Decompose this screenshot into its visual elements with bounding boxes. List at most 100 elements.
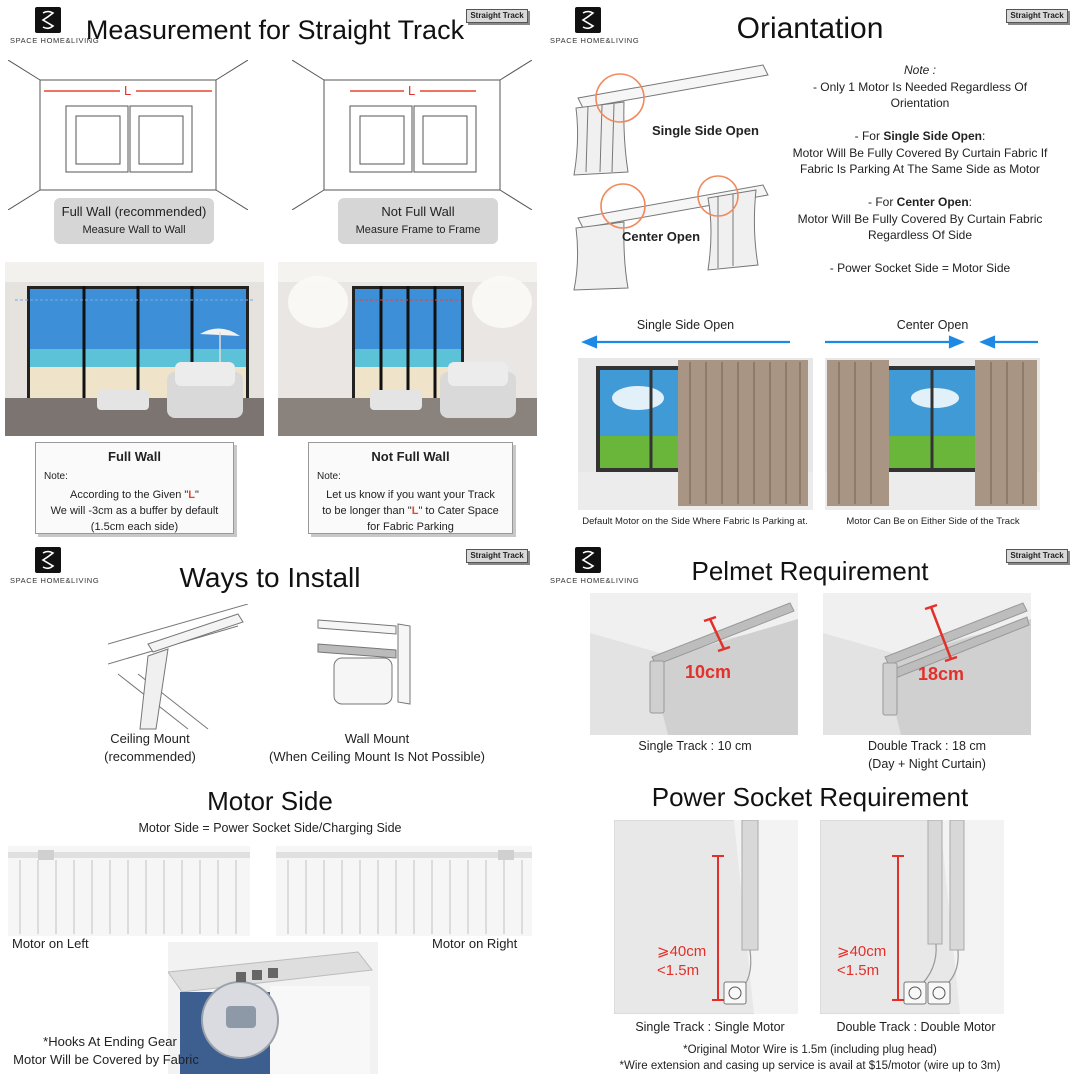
brand-logo-text: SPACE HOME&LIVING: [550, 36, 640, 45]
straight-track-badge: Straight Track: [1006, 9, 1068, 23]
measurement-section: SPACE HOME&LIVING Measurement for Straig…: [0, 0, 540, 540]
full-wall-note-title: Full Wall: [108, 449, 161, 464]
single-side-caption: Default Motor on the Side Where Fabric I…: [582, 516, 808, 527]
center-open-caption: Motor Can Be on Either Side of the Track: [846, 516, 1020, 527]
double-track-pelmet-caption-1: Double Track : 18 cm: [867, 739, 987, 753]
not-full-wall-note-line2b: " to Cater Space: [418, 505, 499, 517]
full-wall-note-box: Full Wall Note: According to the Given "…: [35, 442, 234, 534]
orientation-title: Oriantation: [736, 12, 884, 45]
full-wall-note-body: According to the Given "L" We will -3cm …: [36, 487, 233, 535]
not-full-wall-note-box: Not Full Wall Note: Let us know if you w…: [308, 442, 513, 534]
not-full-wall-room-photo: [278, 262, 537, 436]
brand-logo: [35, 547, 61, 573]
page-title: Measurement for Straight Track: [85, 15, 465, 45]
full-wall-room-photo: [5, 262, 264, 436]
brand-logo: [575, 7, 601, 33]
orientation-note-line2: Orientation: [890, 96, 950, 110]
full-wall-note-line1b: ": [195, 489, 199, 501]
single-socket-height-max: <1.5m: [657, 962, 700, 979]
not-full-wall-note-l: L: [411, 505, 419, 517]
brand-logo-text: SPACE HOME&LIVING: [10, 576, 100, 585]
ceiling-mount-diagram: [108, 604, 248, 730]
single-open-heading: - For Single Side Open:: [854, 129, 986, 143]
full-wall-dim-label: L: [124, 83, 132, 98]
single-open-line1: Motor Will Be Fully Covered By Curtain F…: [792, 146, 1048, 160]
not-full-wall-dim-label: L: [408, 83, 416, 98]
pelmet-power-section: SPACE HOME&LIVING Straight Track Pelmet …: [540, 540, 1080, 1080]
photo-single-side-title: Single Side Open: [636, 318, 735, 332]
not-full-wall-pill-title: Not Full Wall: [381, 204, 455, 219]
full-wall-pill-sub: Measure Wall to Wall: [82, 224, 186, 236]
straight-track-badge: Straight Track: [466, 9, 528, 23]
not-full-wall-note-line1: Let us know if you want your Track: [326, 489, 495, 501]
not-full-wall-note-line2a: to be longer than ": [322, 505, 412, 517]
full-wall-note-label: Note:: [44, 471, 68, 482]
ways-to-install-title: Ways to Install: [179, 562, 361, 593]
double-socket-height-min: ⩾40cm: [837, 943, 887, 960]
center-open-curtain-photo: [825, 358, 1040, 510]
motor-left-curtain: [8, 846, 250, 936]
motor-side-subtitle: Motor Side = Power Socket Side/Charging …: [138, 821, 402, 835]
ending-gear-photo: [168, 942, 378, 1074]
single-motor-caption: Single Track : Single Motor: [635, 1020, 785, 1034]
motor-wire-footnote: *Original Motor Wire is 1.5m (including …: [683, 1044, 937, 1056]
pelmet-title: Pelmet Requirement: [691, 556, 929, 586]
hooks-note-line1: *Hooks At Ending Gear: [43, 1034, 177, 1049]
direction-arrows: [581, 335, 1038, 349]
not-full-wall-note-body: Let us know if you want your Track to be…: [309, 487, 512, 535]
single-side-curtain-photo: [578, 358, 813, 510]
full-wall-room-diagram: [8, 60, 248, 210]
not-full-wall-note-label: Note:: [317, 471, 341, 482]
orientation-section: SPACE HOME&LIVING Oriantation Straight T…: [540, 0, 1080, 540]
single-motor-socket-photo: [614, 820, 798, 1014]
wall-mount-label: Wall Mount: [344, 731, 410, 746]
motor-right-curtain: [276, 846, 532, 936]
full-wall-note-line3: (1.5cm each side): [90, 521, 179, 533]
single-side-open-label: Single Side Open: [652, 123, 759, 138]
full-wall-note-line2: We will -3cm as a buffer by default: [50, 505, 219, 517]
power-socket-side-line: - Power Socket Side = Motor Side: [829, 261, 1011, 275]
orientation-note-line1: - Only 1 Motor Is Needed Regardless Of: [812, 80, 1028, 94]
double-motor-caption: Double Track : Double Motor: [836, 1020, 996, 1034]
single-socket-height-min: ⩾40cm: [657, 943, 707, 960]
double-track-pelmet-value: 18cm: [918, 664, 965, 684]
brand-logo: [575, 547, 601, 573]
straight-track-badge: Straight Track: [466, 549, 528, 563]
orientation-note-head: Note :: [903, 63, 936, 77]
double-socket-height-max: <1.5m: [837, 962, 880, 979]
full-wall-pill-title: Full Wall (recommended): [61, 204, 207, 219]
ceiling-mount-label: Ceiling Mount: [110, 731, 190, 746]
motor-on-left-label: Motor on Left: [12, 936, 89, 951]
wall-mount-diagram: [317, 619, 411, 705]
center-open-heading: - For Center Open:: [867, 195, 973, 209]
ceiling-mount-note: (recommended): [104, 749, 196, 764]
motor-side-title: Motor Side: [207, 786, 333, 816]
straight-track-badge: Straight Track: [1006, 549, 1068, 563]
single-track-pelmet-caption: Single Track : 10 cm: [638, 739, 752, 753]
full-wall-pill: Full Wall (recommended) Measure Wall to …: [54, 198, 214, 244]
center-open-label: Center Open: [622, 229, 701, 244]
not-full-wall-pill-sub: Measure Frame to Frame: [355, 224, 481, 236]
wire-extension-footnote: *Wire extension and casing up service is…: [619, 1060, 1001, 1072]
single-open-line2: Fabric Is Parking At The Same Side as Mo…: [800, 162, 1040, 176]
single-track-pelmet-value: 10cm: [685, 662, 732, 682]
brand-logo: [35, 7, 61, 33]
wall-mount-note: (When Ceiling Mount Is Not Possible): [268, 749, 486, 764]
double-track-pelmet-photo: [823, 593, 1031, 735]
not-full-wall-note-title: Not Full Wall: [371, 449, 450, 464]
motor-on-right-label: Motor on Right: [432, 936, 518, 951]
full-wall-note-l: L: [188, 489, 196, 501]
not-full-wall-pill: Not Full Wall Measure Frame to Frame: [338, 198, 498, 244]
double-track-pelmet-caption-2: (Day + Night Curtain): [868, 757, 986, 771]
hooks-note-line2: Motor Will be Covered by Fabric: [13, 1052, 199, 1067]
not-full-wall-room-diagram: [292, 60, 532, 210]
brand-logo-text: SPACE HOME&LIVING: [550, 576, 640, 585]
orientation-track-diagram: [573, 64, 769, 291]
not-full-wall-note-line3: for Fabric Parking: [367, 521, 454, 533]
install-section: SPACE HOME&LIVING Straight Track Ways to…: [0, 540, 540, 1080]
brand-logo-text: SPACE HOME&LIVING: [10, 36, 100, 45]
full-wall-note-line1a: According to the Given ": [70, 489, 189, 501]
double-motor-socket-photo: [820, 820, 1004, 1014]
photo-center-open-title: Center Open: [896, 318, 969, 332]
center-open-line2: Regardless Of Side: [867, 228, 973, 242]
